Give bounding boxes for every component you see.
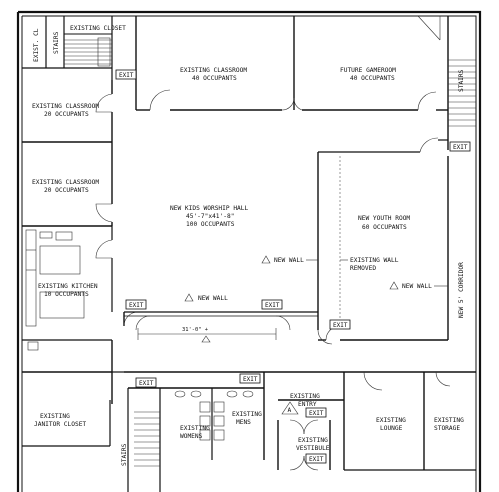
label-youth-room-occupants: 60 OCCUPANTS bbox=[362, 224, 407, 231]
note-new-wall-youth: NEW WALL bbox=[402, 283, 432, 290]
bottom-walls bbox=[22, 340, 476, 492]
label-womens-line2: WOMENS bbox=[180, 433, 203, 440]
delta-marker-icon bbox=[201, 335, 211, 343]
dimension-line: 31'-0" + bbox=[137, 327, 277, 343]
label-existing-closet: EXISTING CLOSET bbox=[70, 25, 126, 32]
note-wall-removed-line2: REMOVED bbox=[350, 265, 376, 272]
label-corridor: NEW 5' CORRIDOR bbox=[458, 262, 465, 318]
label-janitor-line1: EXISTING bbox=[40, 413, 70, 420]
label-gameroom-title: FUTURE GAMEROOM bbox=[340, 67, 396, 74]
stair-treads-right bbox=[448, 59, 476, 127]
label-stairs-top-left: STAIRS bbox=[53, 31, 60, 54]
top-left-service-area bbox=[22, 16, 113, 80]
exit-sign-vestibule: EXIT bbox=[309, 456, 324, 463]
exit-sign-youth: EXIT bbox=[333, 322, 348, 329]
label-classroom-left-upper-title: EXISTING CLASSROOM bbox=[32, 103, 99, 110]
label-worship-hall-size: 45'-7"x41'-8" bbox=[186, 213, 234, 220]
label-exist-cl: EXIST. CL bbox=[33, 28, 40, 62]
room-labels: EXISTING CLOSET STAIRS EXIST. CL EXISTIN… bbox=[32, 25, 465, 466]
note-wall-removed-line1: EXISTING WALL bbox=[350, 257, 399, 264]
label-vestibule-line2: VESTIBULE bbox=[296, 445, 330, 452]
entry-tag: A bbox=[281, 401, 299, 415]
label-storage-line1: EXISTING bbox=[434, 417, 464, 424]
exit-sign-right-stairs: EXIT bbox=[453, 144, 468, 151]
hall-walls bbox=[123, 137, 449, 345]
label-storage-line2: STORAGE bbox=[434, 425, 460, 432]
wall-notes: NEW WALL NEW WALL EXISTING WALL REMOVED … bbox=[184, 255, 448, 302]
label-gameroom-occupants: 40 OCCUPANTS bbox=[350, 75, 395, 82]
label-classroom-top-title: EXISTING CLASSROOM bbox=[180, 67, 247, 74]
label-kitchen-occupants: 10 OCCUPANTS bbox=[44, 291, 89, 298]
exit-sign-hall-left: EXIT bbox=[129, 302, 144, 309]
label-classroom-left-lower-title: EXISTING CLASSROOM bbox=[32, 179, 99, 186]
exit-sign-top-left: EXIT bbox=[119, 72, 134, 79]
tag-letter: A bbox=[288, 407, 292, 414]
restroom-fixtures bbox=[174, 390, 254, 441]
note-new-wall-hall: NEW WALL bbox=[274, 257, 304, 264]
label-kitchen-title: EXISTING KITCHEN bbox=[38, 283, 98, 290]
label-entry-line1: EXISTING bbox=[290, 393, 320, 400]
exit-sign-stairs-bottom: EXIT bbox=[139, 380, 154, 387]
exterior-walls bbox=[16, 10, 482, 492]
delta-marker-icon bbox=[184, 293, 194, 302]
exit-sign-restrooms: EXIT bbox=[243, 376, 258, 383]
label-stairs-bottom: STAIRS bbox=[121, 443, 128, 466]
delta-marker-icon bbox=[389, 281, 399, 290]
exit-sign-entry: EXIT bbox=[309, 410, 324, 417]
top-classrooms bbox=[135, 15, 476, 140]
kitchen-fixtures bbox=[22, 226, 113, 351]
exit-sign-hall-right: EXIT bbox=[265, 302, 280, 309]
label-worship-hall-title: NEW KIDS WORSHIP HALL bbox=[170, 205, 249, 212]
label-janitor-line2: JANITOR CLOSET bbox=[34, 421, 86, 428]
label-entry-line2: ENTRY bbox=[298, 401, 317, 408]
delta-marker-icon bbox=[261, 255, 271, 264]
label-lounge-line1: EXISTING bbox=[376, 417, 406, 424]
note-new-wall-lower: NEW WALL bbox=[198, 295, 228, 302]
left-classrooms bbox=[22, 80, 113, 227]
label-lounge-line2: LOUNGE bbox=[380, 425, 403, 432]
label-womens-line1: EXISTING bbox=[180, 425, 210, 432]
label-mens-line2: MENS bbox=[236, 419, 251, 426]
exit-signs: EXIT EXIT EXIT EXIT EXIT EXIT EXIT EXIT … bbox=[115, 69, 471, 464]
label-classroom-left-upper-occupants: 20 OCCUPANTS bbox=[44, 111, 89, 118]
label-classroom-left-lower-occupants: 20 OCCUPANTS bbox=[44, 187, 89, 194]
label-mens-line1: EXISTING bbox=[232, 411, 262, 418]
tag-triangle-icon bbox=[281, 401, 299, 415]
label-vestibule-line1: EXISTING bbox=[298, 437, 328, 444]
label-worship-hall-occupants: 100 OCCUPANTS bbox=[186, 221, 235, 228]
dimension-label: 31'-0" + bbox=[182, 327, 209, 333]
stair-treads-bottom bbox=[134, 411, 160, 467]
stair-treads-top bbox=[64, 37, 112, 67]
label-classroom-top-occupants: 40 OCCUPANTS bbox=[192, 75, 237, 82]
label-stairs-right: STAIRS bbox=[458, 69, 465, 92]
label-youth-room-title: NEW YOUTH ROOM bbox=[358, 215, 410, 222]
